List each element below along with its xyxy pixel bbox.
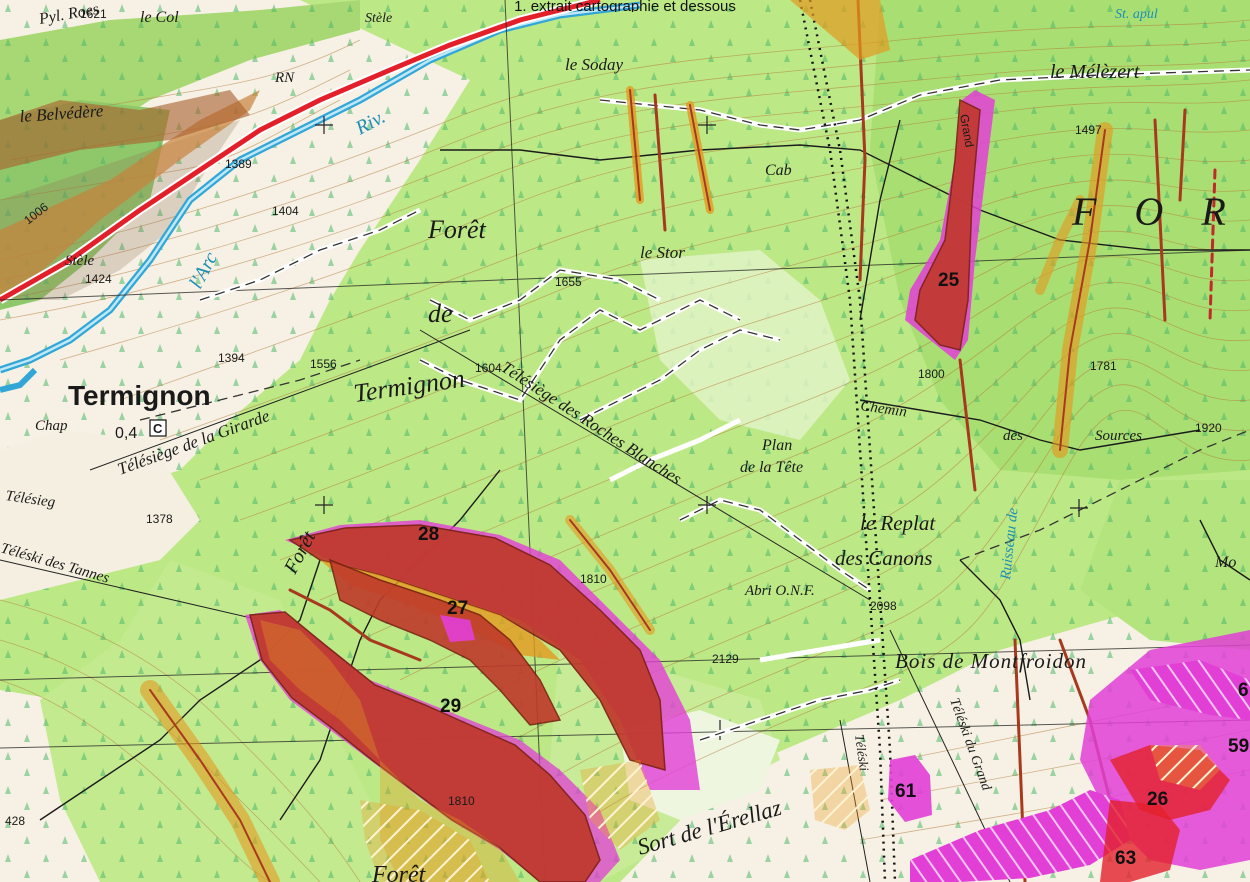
label-le-stor: le Stor (640, 243, 685, 262)
label-chemin: Chemin (859, 398, 907, 420)
elevation-labels: 1006 1389 1404 1424 1394 1556 1604 1655 … (5, 7, 1222, 828)
teleski-tannes-line (0, 559, 261, 621)
label-foret-bottom: Forêt (371, 862, 427, 882)
elev-1800: 1800 (918, 367, 945, 381)
tracks-dashed (139, 69, 1250, 741)
zone-orange-erellaz (810, 765, 870, 830)
elev-1604: 1604 (475, 361, 502, 375)
belvedere-area (0, 90, 250, 170)
elev-1378: 1378 (146, 512, 173, 526)
label-foret-de: de (428, 299, 453, 328)
label-stele-left: Stèle (65, 253, 94, 269)
label-termignon: Termignon (68, 380, 211, 411)
elev-2098: 2098 (870, 599, 897, 613)
zone-label-6: 6 (1238, 680, 1249, 701)
label-grand: Grand (957, 113, 977, 148)
elev-1655: 1655 (555, 275, 582, 289)
elev-1424: 1424 (85, 272, 112, 286)
label-abri-onf: Abri O.N.F. (744, 583, 815, 599)
zone-29-group (245, 610, 660, 882)
label-cab: Cab (765, 162, 792, 179)
label-le-replat: le Replat (860, 511, 936, 535)
grid-crosses (315, 116, 1088, 517)
elev-1497: 1497 (1075, 123, 1102, 137)
avalanche-corridors-thin (140, 0, 1217, 882)
zone-label-25: 25 (938, 270, 960, 291)
elev-1621: 1621 (80, 7, 107, 21)
label-le-soday: le Soday (565, 55, 624, 74)
label-st-apul: St. apul (1115, 7, 1158, 22)
elev-1810a: 1810 (580, 572, 607, 586)
zone-27-group (328, 558, 562, 726)
label-le-melezert: le Mélèzert (1050, 61, 1140, 83)
elev-1920: 1920 (1195, 421, 1222, 435)
telesiege-roches-line (419, 329, 871, 601)
zone-label-29: 29 (440, 696, 461, 717)
zone-label-63: 63 (1115, 848, 1136, 869)
river-left (0, 367, 38, 393)
label-le-col: le Col (140, 9, 179, 26)
road-rn (0, 0, 601, 303)
zone-label-27: 27 (447, 598, 468, 619)
zone-26-63-group (910, 630, 1250, 882)
label-rn: RN (274, 70, 295, 86)
zone-label-28: 28 (418, 524, 439, 545)
label-telesieg-left: Télésieg (4, 488, 56, 511)
elev-428: 428 (5, 814, 25, 828)
elev-1556: 1556 (310, 357, 337, 371)
elev-1394: 1394 (218, 351, 245, 365)
elev-2129: 2129 (712, 652, 739, 666)
label-teleski-small: Téléski (852, 733, 872, 772)
zone-label-59: 59 (1228, 736, 1249, 757)
contour-lines (0, 19, 1250, 882)
label-chap: Chap (35, 418, 68, 434)
zone-label-61: 61 (895, 781, 917, 802)
elev-1404: 1404 (272, 204, 299, 218)
label-c-box: C (153, 421, 163, 436)
zone-label-26: 26 (1147, 789, 1168, 810)
label-foret-big: F O R Ê (1071, 189, 1250, 234)
zone-25 (914, 98, 981, 351)
c-box-frame (149, 419, 167, 437)
slope-band-topleft (0, 90, 260, 300)
label-stele-top: Stèle (365, 11, 392, 26)
label-foret-main: Forêt (427, 215, 487, 244)
label-sources: Sources (1095, 428, 1142, 444)
label-mo: Mo (1214, 554, 1236, 571)
label-bois-montfroidon: Bois de Montfroidon (895, 649, 1087, 673)
telesiege-girarde-line (89, 329, 471, 471)
label-ruisseau: Ruisseau de (998, 507, 1022, 582)
elev-1781: 1781 (1090, 359, 1117, 373)
label-de-la-tete: de la Tête (740, 459, 803, 476)
label-des: des (1003, 428, 1023, 444)
zone-number-labels: 25 28 27 29 61 26 63 59 6 (418, 270, 1249, 869)
elev-1810b: 1810 (448, 794, 475, 808)
label-dist-04: 0,4 (115, 425, 137, 442)
label-plan: Plan (761, 437, 792, 454)
zone-61 (888, 755, 932, 822)
label-des-canons: des Canons (835, 546, 932, 570)
elev-1389: 1389 (225, 157, 252, 171)
